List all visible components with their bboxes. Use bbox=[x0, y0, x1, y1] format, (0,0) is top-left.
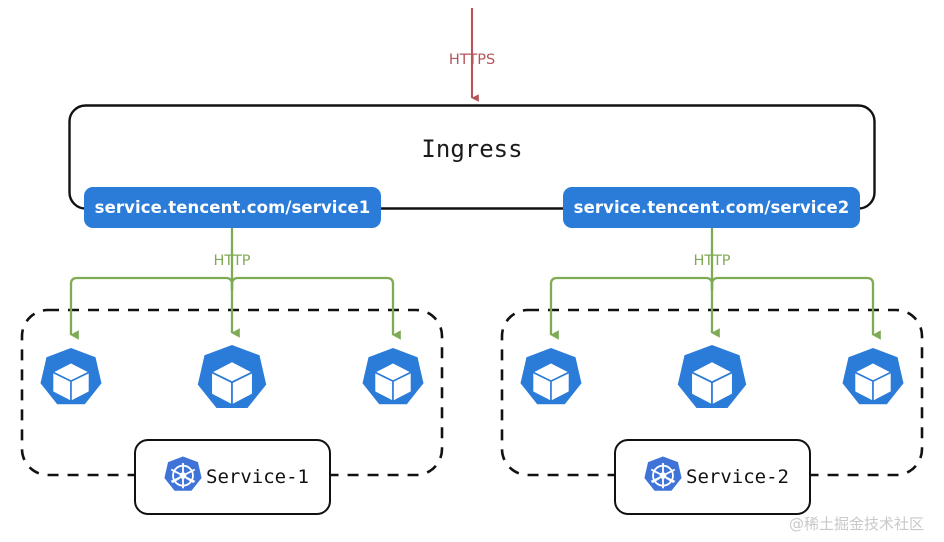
pod-icon-left-1 bbox=[40, 348, 102, 405]
pod-icon-left-3 bbox=[362, 348, 424, 405]
ingress-box bbox=[68, 104, 876, 210]
ingress-rule-service2[interactable]: service.tencent.com/service2 bbox=[563, 187, 860, 228]
http-branch-right-3 bbox=[710, 276, 881, 340]
pod-icon-right-3 bbox=[842, 348, 904, 405]
kubernetes-helm-wheel-icon bbox=[164, 456, 202, 491]
http-branch-left-1 bbox=[69, 276, 234, 340]
service-box-2[interactable]: Service-2 bbox=[614, 439, 811, 515]
http-branch-right-1 bbox=[549, 276, 714, 340]
http-edge-label-right: HTTP bbox=[693, 253, 731, 269]
service-box-1[interactable]: Service-1 bbox=[134, 439, 331, 515]
watermark: @稀土掘金技术社区 bbox=[788, 515, 924, 533]
pod-icon-left-2 bbox=[197, 345, 267, 408]
pod-icon-right-1 bbox=[520, 348, 582, 405]
http-branch-left-3 bbox=[230, 276, 401, 340]
pod-icon-right-2 bbox=[677, 345, 747, 408]
https-edge-label: HTTPS bbox=[448, 52, 496, 68]
ingress-rule-service1[interactable]: service.tencent.com/service1 bbox=[84, 187, 381, 228]
service-box-2-label: Service-2 bbox=[686, 466, 789, 488]
kubernetes-helm-wheel-icon bbox=[644, 456, 682, 491]
ingress-title: Ingress bbox=[421, 135, 523, 163]
http-edge-label-left: HTTP bbox=[213, 253, 251, 269]
service-box-1-label: Service-1 bbox=[206, 466, 309, 488]
